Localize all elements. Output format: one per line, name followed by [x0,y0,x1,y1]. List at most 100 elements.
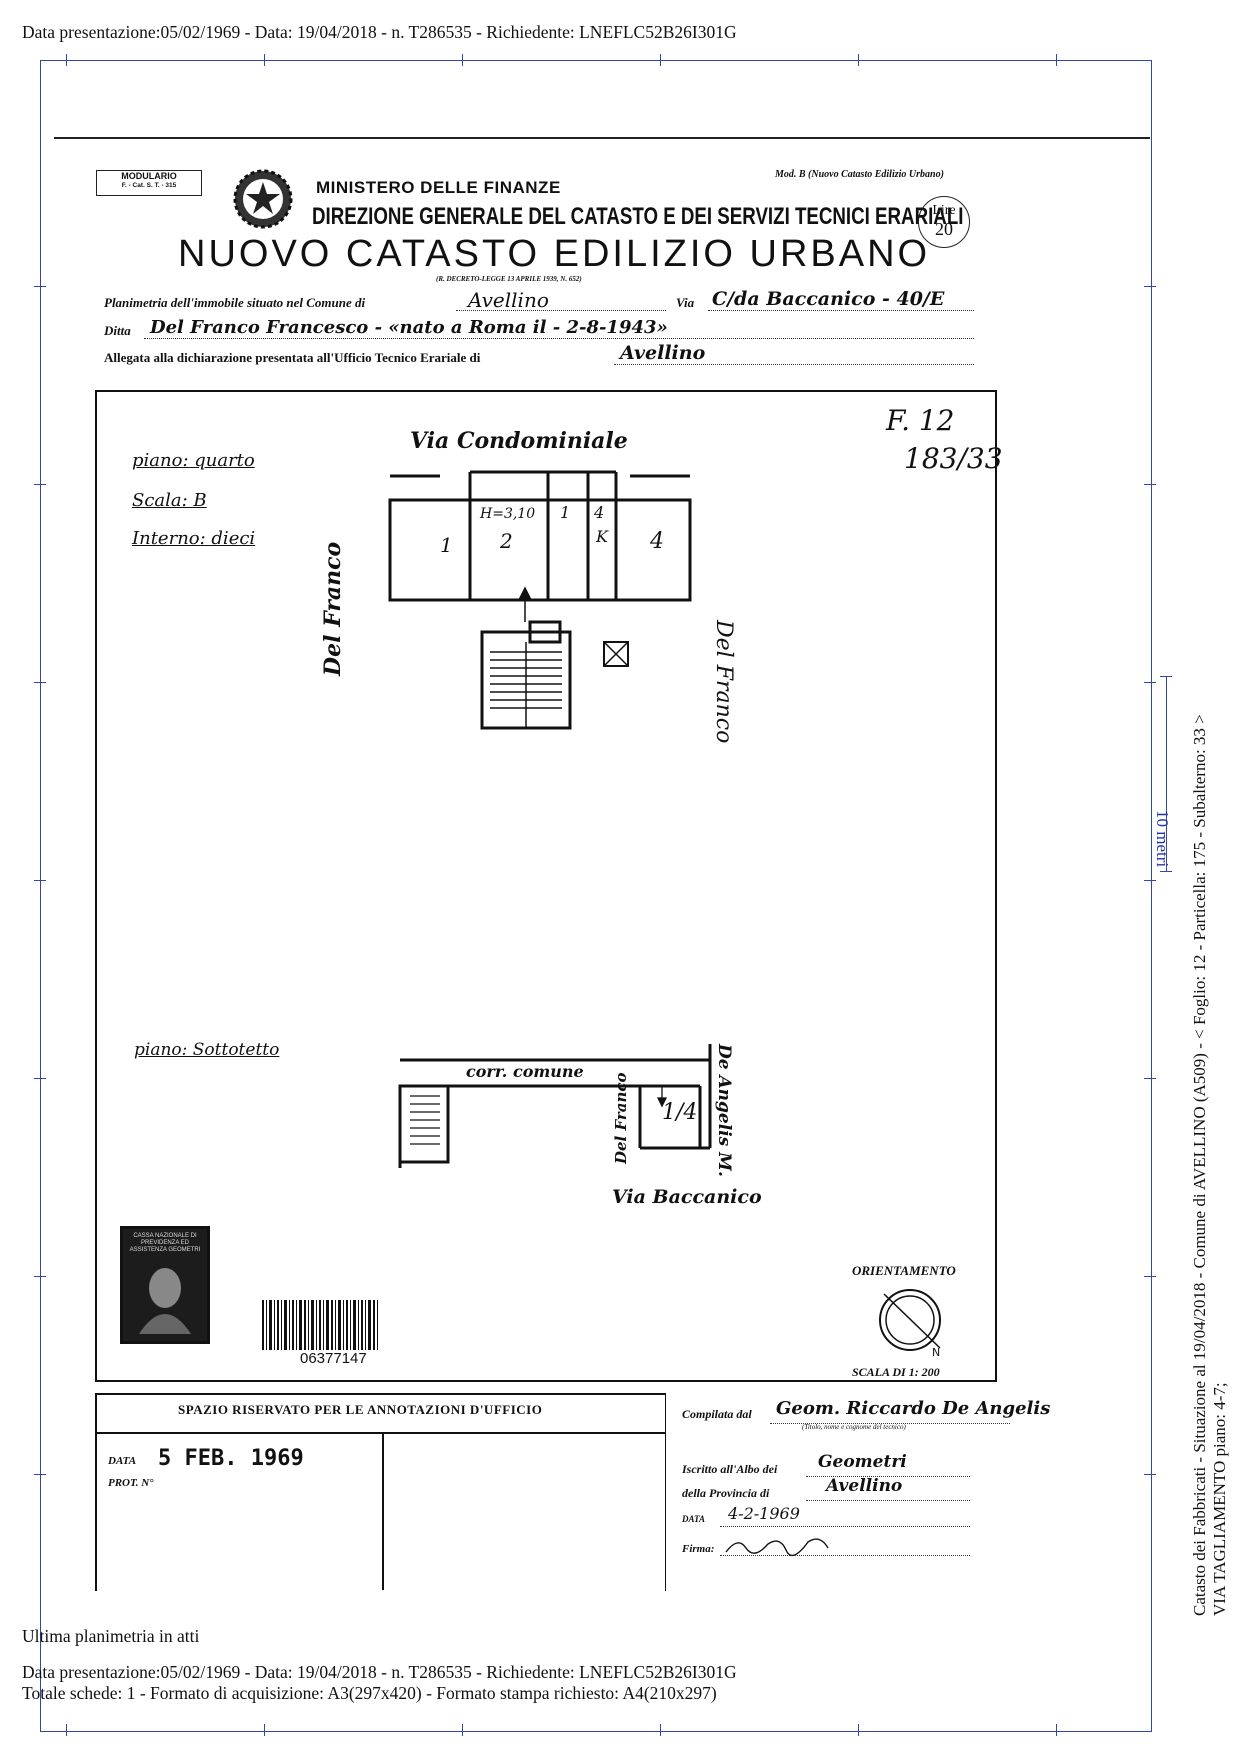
decree-label: (R. DECRETO-LEGGE 13 APRILE 1939, N. 652… [436,275,582,283]
barcode-icon [262,1300,378,1350]
modulario-label: MODULARIO [121,171,177,181]
frame-tick [1144,484,1156,485]
annotations-title-rule [95,1432,665,1434]
room-k: K [595,527,609,546]
compilata-value: Geom. Riccardo De Angelis [776,1398,1051,1419]
frame-tick [34,286,46,287]
provincia-label: della Provincia di [682,1486,770,1500]
compilata-line [770,1423,1010,1424]
frame-tick [1144,1474,1156,1475]
footer-ultima: Ultima planimetria in atti [22,1626,200,1646]
scale-ruler [1166,676,1167,872]
allegata-label: Allegata alla dichiarazione presentata a… [104,350,481,365]
frame-tick [34,1078,46,1079]
modulario-code: F. - Cat. S. T. - 315 [121,182,177,189]
directorate-name: DIREZIONE GENERALE DEL CATASTO E DEI SER… [312,203,964,230]
frame-tick [34,484,46,485]
frame-tick [462,1724,463,1736]
scala-label: Scala: B [132,490,207,511]
provincia-value: Avellino [826,1476,903,1496]
orientamento-label: ORIENTAMENTO [852,1263,956,1278]
compilata-hint: (Titolo, nome e cognome del tecnico) [802,1423,906,1431]
data2-line [720,1526,970,1527]
firma-label: Firma: [682,1543,715,1555]
room-4b: 4 [649,529,664,554]
compilata-label: Compilata dal [682,1407,752,1421]
frame-tick [462,54,463,66]
via-value: C/da Baccanico - 40/E [712,288,945,310]
frame-tick [1144,682,1156,683]
scale-label: SCALA DI 1: 200 [852,1365,940,1379]
annotations-divider [382,1432,384,1590]
lire-label: Lire [932,203,956,218]
interno-label: Interno: dieci [132,528,256,549]
data-label: DATA [108,1455,137,1467]
data2-value: 4-2-1969 [728,1504,800,1523]
de-angelis-label: De Angelis M. [714,1044,734,1177]
attic-floor-label: piano: Sottotetto [134,1040,280,1060]
header-line: Data presentazione:05/02/1969 - Data: 19… [22,22,737,42]
ditta-value: Del Franco Francesco - «nato a Roma il -… [150,317,668,338]
sheet-ref-sub: 183/33 [904,442,1003,475]
scan-rule [54,137,1150,139]
mod-b-label: Mod. B (Nuovo Catasto Edilizio Urbano) [775,169,944,180]
frame-tick [264,54,265,66]
frame-tick [66,54,67,66]
plan-box [95,390,997,1382]
frame-tick [660,1724,661,1736]
stamp-portrait-icon [139,1268,191,1334]
stamp-text: CASSA NAZIONALE DI PREVIDENZA ED ASSISTE… [129,1233,201,1253]
form-title: NUOVO CATASTO EDILIZIO URBANO [178,233,931,275]
barcode [260,1300,382,1350]
lire-stamp: Lire 20 [918,196,970,248]
firma-line [720,1555,970,1556]
emblem-seal [232,168,294,230]
frame-tick [66,1724,67,1736]
frame-tick [34,1276,46,1277]
frame-tick [1144,1276,1156,1277]
frame-tick [1056,1724,1057,1736]
provincia-line [806,1500,970,1501]
footer-line-1: Data presentazione:05/02/1969 - Data: 19… [22,1662,737,1682]
svg-text:N: N [932,1346,940,1358]
annotations-box [95,1393,666,1591]
iscritto-line [806,1476,970,1477]
page-frame [40,60,1152,1732]
scale-ruler-label: 10 metri [1153,810,1172,868]
floor-plan-drawing: 1 H=3,10 2 1 4 K 4 [388,470,692,730]
attic-room: 1/4 [662,1100,698,1125]
del-franco-attic: Del Franco [612,1072,630,1164]
corr-comune-label: corr. comune [466,1062,584,1081]
via-condominiale-label: Via Condominiale [410,428,628,454]
room-2: 2 [499,529,513,553]
room-1b: 1 [560,503,570,522]
side-line-1: Catasto dei Fabbricati - Situazione al 1… [1190,714,1209,1616]
frame-tick [264,1724,265,1736]
prot-label: PROT. N° [108,1477,154,1489]
compass-icon: N [879,1289,941,1358]
room-4a: 4 [593,503,604,522]
del-franco-right: Del Franco [711,620,736,744]
barcode-number: 06377147 [300,1350,367,1367]
ufficio-value: Avellino [620,342,706,364]
ditta-label: Ditta [104,323,131,338]
frame-tick [1144,880,1156,881]
ditta-line [144,338,974,339]
sheet-ref: F. 12 [886,404,955,437]
via-label: Via [676,295,695,310]
frame-tick [34,1474,46,1475]
height-label: H=3,10 [479,506,535,522]
lire-value: 20 [935,219,953,239]
iscritto-label: Iscritto all'Albo dei [682,1462,778,1476]
attic-plan-drawing [398,1044,712,1168]
ministry-name: MINISTERO DELLE FINANZE [316,178,561,197]
data2-label: DATA [682,1514,706,1524]
via-line [708,310,974,311]
floor-label: piano: quarto [132,450,255,471]
iscritto-value: Geometri [818,1452,907,1472]
del-franco-left: Del Franco [320,541,346,676]
frame-tick [660,54,661,66]
frame-tick [34,880,46,881]
frame-tick [34,682,46,683]
frame-tick [1144,1078,1156,1079]
